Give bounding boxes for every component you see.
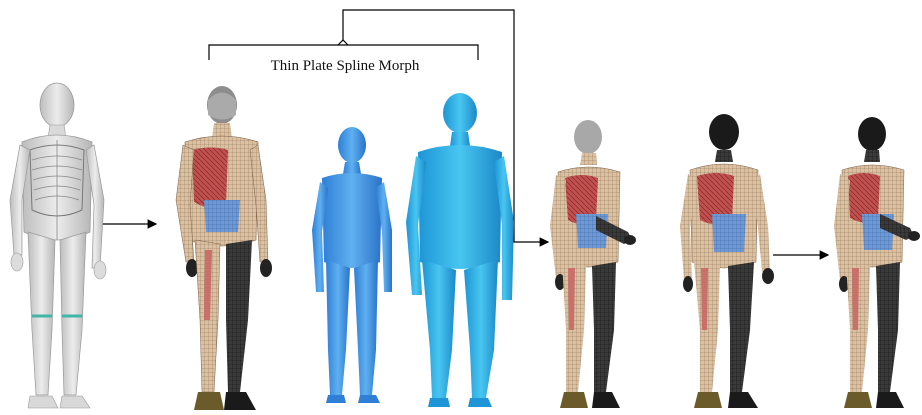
figure-skeleton-model [10,83,106,408]
figure-body-scan-1 [312,127,392,403]
morph-bracket [209,40,478,60]
figure-mesh-model-2 [550,120,636,408]
figure-mesh-model-4 [834,117,920,408]
figure-body-scan-2 [406,93,514,407]
figure-mesh-model-1 [176,86,272,410]
figure-mesh-model-3 [680,114,774,408]
